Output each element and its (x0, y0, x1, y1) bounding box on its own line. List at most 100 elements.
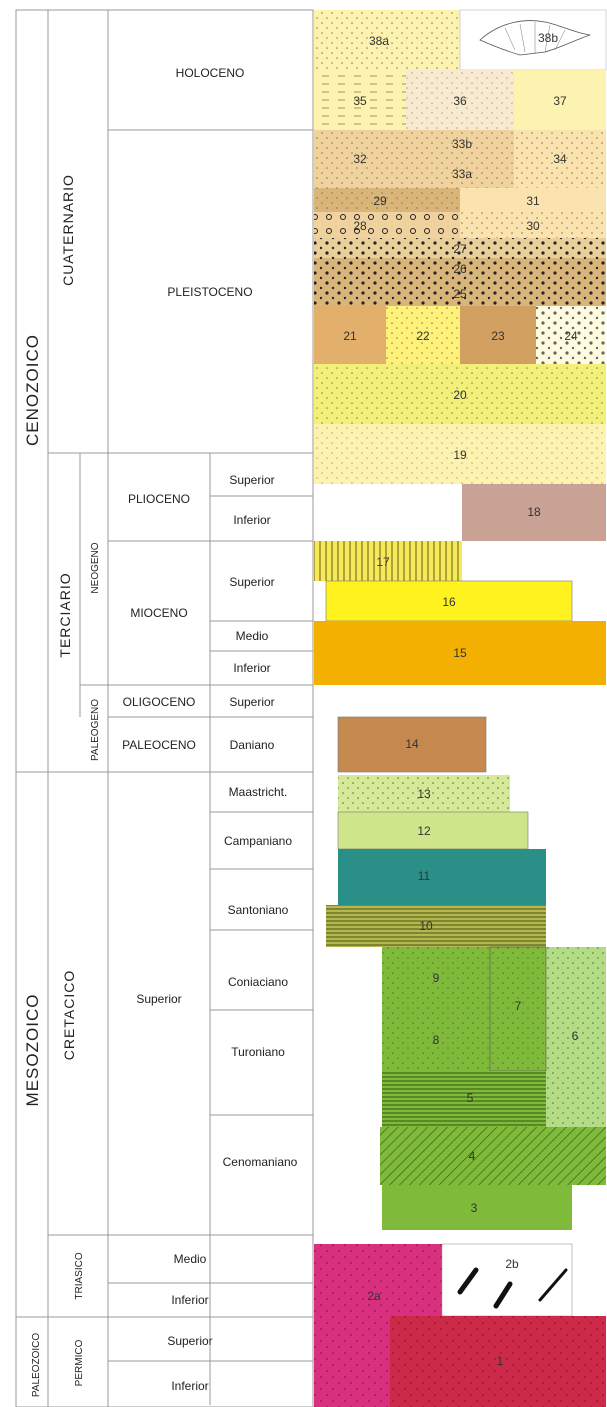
unit-18-block (462, 484, 606, 541)
age-maastricht: Maastricht. (229, 785, 288, 799)
age-triasico-inferior: Inferior (171, 1293, 208, 1307)
unit-32-texture (314, 130, 406, 188)
unit-27-texture (314, 238, 606, 258)
unit-9: 9 (433, 971, 440, 985)
period-cuaternario: CUATERNARIO (60, 174, 76, 286)
era-labels: CENOZOICO MESOZOICO PALEOZOICO (23, 334, 42, 1397)
epoch-superior: Superior (136, 992, 181, 1006)
unit-12: 12 (417, 824, 431, 838)
unit-28: 28 (353, 219, 367, 233)
unit-25: 25 (453, 287, 467, 301)
unit-37: 37 (553, 94, 567, 108)
age-labels: Superior Inferior Superior Medio Inferio… (167, 473, 297, 1393)
age-triasico-medio: Medio (174, 1252, 207, 1266)
epoch-holoceno: HOLOCENO (176, 66, 245, 80)
lithology-units: 38a 38b 35 36 37 32 33b 33a 34 29 31 28 (314, 9, 607, 1407)
unit-2b-stroke-icon (493, 1281, 513, 1309)
period-labels: CUATERNARIO TERCIARIO CRETACICO TRIASICO… (57, 174, 85, 1386)
unit-14-block (337, 716, 487, 773)
unit-38b-block (459, 9, 607, 71)
column-grid (15, 9, 314, 1407)
unit-24-texture (536, 306, 606, 364)
age-daniano: Daniano (230, 738, 275, 752)
unit-15: 15 (453, 646, 467, 660)
subperiod-labels: NEOGENO PALEOGENO (90, 542, 101, 761)
unit-6-texture (546, 947, 606, 1127)
unit-4: 4 (469, 1149, 476, 1163)
age-turoniano: Turoniano (231, 1045, 285, 1059)
unit-14: 14 (405, 737, 419, 751)
unit-30: 30 (526, 219, 540, 233)
unit-32: 32 (353, 152, 367, 166)
unit-21: 21 (343, 329, 357, 343)
unit-13-texture (338, 775, 510, 812)
age-permico-superior: Superior (167, 1334, 212, 1348)
unit-10-texture (326, 905, 546, 947)
period-permico: PERMICO (74, 1339, 85, 1386)
unit-10: 10 (419, 919, 433, 933)
unit-5: 5 (467, 1091, 474, 1105)
epoch-plioceno: PLIOCENO (128, 492, 190, 506)
unit-29: 29 (373, 194, 387, 208)
unit-19-texture (314, 424, 606, 484)
unit-20: 20 (453, 388, 467, 402)
unit-17: 17 (376, 555, 390, 569)
unit-26-texture (314, 258, 606, 278)
unit-38a-texture (314, 10, 460, 70)
unit-35-texture (314, 70, 406, 130)
unit-20-texture (314, 364, 606, 424)
unit-33a: 33a (452, 167, 472, 181)
unit-36: 36 (453, 94, 467, 108)
unit-21-block (314, 306, 386, 364)
unit-16: 16 (442, 595, 456, 609)
unit-7-texture (490, 947, 546, 1071)
unit-36-texture (406, 70, 514, 130)
unit-31: 31 (526, 194, 540, 208)
age-permico-inferior: Inferior (171, 1379, 208, 1393)
era-cenozoico: CENOZOICO (23, 334, 42, 446)
epoch-paleoceno: PALEOCENO (122, 738, 196, 752)
unit-11-block (338, 849, 546, 905)
unit-28-texture (314, 212, 460, 238)
age-mio-inferior: Inferior (233, 661, 270, 675)
unit-13: 13 (417, 787, 431, 801)
era-mesozoico: MESOZOICO (23, 994, 42, 1107)
unit-4-texture (380, 1127, 606, 1185)
age-mio-superior: Superior (229, 575, 274, 589)
unit-33a-texture (406, 158, 514, 188)
unit-38b-shell-ribs (504, 22, 566, 54)
epoch-pleistoceno: PLEISTOCENO (167, 285, 252, 299)
unit-26: 26 (453, 262, 467, 276)
unit-17-texture (314, 541, 462, 581)
unit-8-texture (382, 1009, 490, 1071)
age-mio-medio: Medio (236, 629, 269, 643)
unit-34-texture (514, 130, 606, 188)
unit-25-texture (314, 278, 606, 306)
unit-11: 11 (418, 869, 431, 883)
unit-19: 19 (453, 448, 467, 462)
unit-22-texture (386, 306, 460, 364)
period-cretacico: CRETACICO (61, 970, 77, 1060)
unit-30-texture (460, 212, 606, 238)
unit-9-texture (382, 947, 490, 1009)
unit-33b: 33b (452, 137, 472, 151)
period-triasico: TRIASICO (74, 1252, 85, 1299)
unit-2b-block (441, 1243, 573, 1317)
unit-1: 1 (497, 1354, 504, 1368)
unit-12-block (337, 811, 529, 850)
epoch-labels: HOLOCENO PLEISTOCENO PLIOCENO MIOCENO OL… (122, 66, 252, 1006)
subperiod-paleogeno: PALEOGENO (90, 699, 101, 761)
unit-29-texture (314, 188, 460, 212)
unit-38b-shell-icon (479, 20, 591, 56)
unit-3: 3 (471, 1201, 478, 1215)
age-plio-superior: Superior (229, 473, 274, 487)
unit-23-block (460, 306, 536, 364)
unit-22: 22 (416, 329, 430, 343)
age-campaniano: Campaniano (224, 834, 292, 848)
unit-6: 6 (572, 1029, 579, 1043)
epoch-oligoceno: OLIGOCENO (123, 695, 196, 709)
unit-8: 8 (433, 1033, 440, 1047)
unit-37-block (514, 70, 606, 130)
